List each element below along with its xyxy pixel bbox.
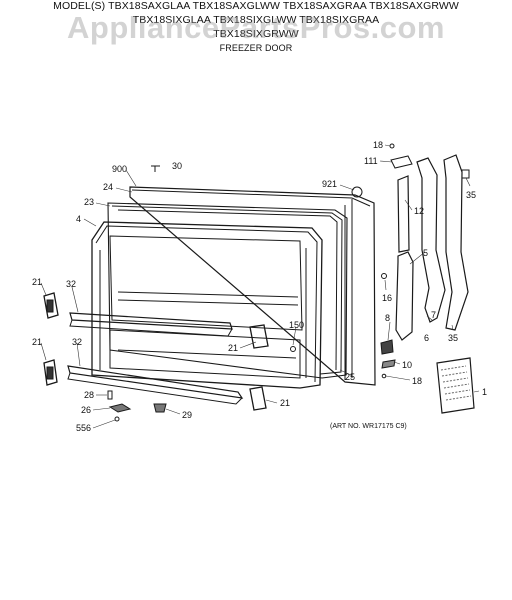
callout-25: 25: [345, 372, 355, 382]
instruction-booklet: [436, 357, 475, 414]
section-title: FREEZER DOOR: [219, 43, 293, 53]
model-list-line-3: TBX18SIXGRWW: [213, 28, 299, 40]
callout-21-upper-left: 21: [32, 277, 42, 287]
door-trim-strip: [397, 175, 410, 253]
callout-35-top: 35: [466, 190, 476, 200]
callout-32-upper: 32: [66, 279, 76, 289]
door-handle-rail: [416, 154, 469, 331]
callout-921: 921: [322, 179, 337, 189]
shelf-end-cap-right-lower: [249, 386, 267, 411]
callout-5: 5: [423, 248, 428, 258]
model-list-line-2: TBX18SIXGLAA TBX18SIXGLWW TBX18SIXGRAA: [132, 14, 380, 26]
callout-7: 7: [431, 310, 436, 320]
door-shelf-upper: [69, 312, 233, 337]
callout-16: 16: [382, 293, 392, 303]
shelf-end-cap-left-lower: [43, 359, 58, 386]
callout-1: 1: [482, 387, 487, 397]
callout-12: 12: [414, 206, 424, 216]
callout-556: 556: [76, 423, 91, 433]
callout-30: 30: [172, 161, 182, 171]
callout-111: 111: [364, 156, 378, 166]
shelf-end-cap-right-upper: [249, 324, 269, 349]
door-shelf-lower: [67, 365, 244, 405]
callout-21-center: 21: [228, 343, 238, 353]
callout-18-bottom: 18: [412, 376, 422, 386]
callout-8: 8: [385, 313, 390, 323]
callout-23: 23: [84, 197, 94, 207]
art-number: (ART NO. WR17175 C9): [330, 423, 407, 430]
callout-6: 6: [424, 333, 429, 343]
callout-24: 24: [103, 182, 113, 192]
hinge-bracket: [395, 251, 414, 341]
small-hardware-parts: [107, 143, 470, 422]
callout-4: 4: [76, 214, 81, 224]
callout-150: 150: [289, 320, 304, 330]
callout-21-lower-left: 21: [32, 337, 42, 347]
callout-900: 900: [112, 164, 127, 174]
leader-lines: [40, 144, 480, 429]
callout-28: 28: [84, 390, 94, 400]
model-list-line-1: MODEL(S) TBX18SAXGLAA TBX18SAXGLWW TBX18…: [53, 0, 459, 12]
callout-35-bottom: 35: [448, 333, 458, 343]
callout-21-lower-right: 21: [280, 398, 290, 408]
callout-26: 26: [81, 405, 91, 415]
door-liner: [91, 221, 323, 389]
callout-29: 29: [182, 410, 192, 420]
callout-32-lower: 32: [72, 337, 82, 347]
callout-10: 10: [402, 360, 412, 370]
outer-door-panel: [129, 186, 376, 386]
callout-18-top: 18: [373, 140, 383, 150]
shelf-end-cap-left-upper: [43, 292, 59, 319]
